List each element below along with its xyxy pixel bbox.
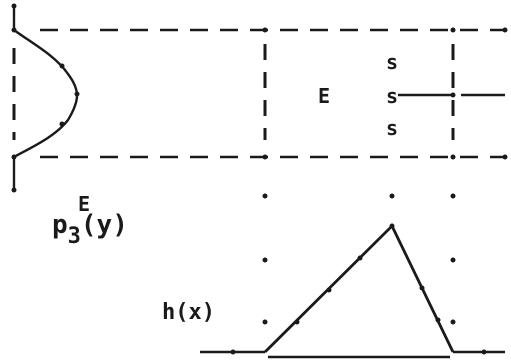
region-label: E bbox=[318, 84, 331, 108]
grid-dot bbox=[389, 193, 395, 199]
profile-dot bbox=[59, 121, 65, 127]
h-triangle-profile bbox=[264, 223, 455, 353]
profile-dot bbox=[59, 63, 65, 69]
s-middle-label: s bbox=[386, 84, 399, 108]
profile-dot bbox=[11, 154, 17, 160]
triangle-dot bbox=[326, 287, 332, 293]
grid-dot bbox=[262, 154, 268, 160]
profile-label-base: p bbox=[52, 210, 68, 240]
profile-dot bbox=[11, 3, 17, 9]
grid-dot bbox=[450, 319, 456, 325]
triangle-dot bbox=[294, 319, 300, 325]
grid-dots bbox=[11, 3, 508, 355]
grid-dot bbox=[450, 154, 456, 160]
grid-dot bbox=[262, 319, 268, 325]
s-top-label: s bbox=[386, 50, 399, 74]
grid-dot bbox=[450, 193, 456, 199]
parabolic-profile-curve bbox=[13, 29, 79, 159]
profile-dot bbox=[74, 91, 80, 97]
h-function-label: h(x) bbox=[162, 300, 215, 325]
baseline-dot bbox=[481, 349, 487, 355]
profile-label-subscript: 3 bbox=[67, 224, 81, 249]
profile-label-superscript: E bbox=[78, 192, 91, 216]
profile-dot bbox=[11, 27, 17, 33]
grid-dot bbox=[450, 92, 456, 98]
baseline-dot bbox=[230, 349, 236, 355]
s-bottom-label: s bbox=[386, 116, 399, 140]
grid-dot bbox=[502, 27, 508, 33]
triangle-dot bbox=[357, 255, 363, 261]
profile-label-argument: (y) bbox=[80, 210, 128, 240]
grid-dot bbox=[502, 154, 508, 160]
grid-dot bbox=[450, 257, 456, 263]
triangle-dot bbox=[389, 223, 395, 229]
grid-dot bbox=[262, 193, 268, 199]
grid-dot bbox=[262, 27, 268, 33]
triangle-dot bbox=[435, 317, 441, 323]
grid-dot bbox=[262, 257, 268, 263]
profile-dot bbox=[11, 187, 17, 193]
profile-label: p3 E(y) bbox=[52, 192, 128, 249]
grid-dot bbox=[450, 27, 456, 33]
triangle-dot bbox=[419, 285, 425, 291]
